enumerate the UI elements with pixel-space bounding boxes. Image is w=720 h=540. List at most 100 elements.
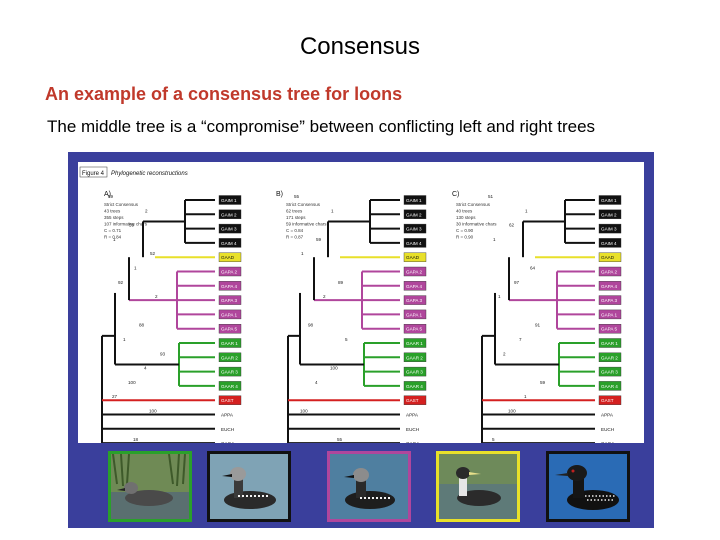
support-value: 1 (123, 337, 126, 342)
taxon-label: GAIM 1 (601, 198, 617, 203)
taxon-label: GAAR 4 (406, 384, 423, 389)
tree-stat: 30 informative chars (456, 222, 497, 227)
tree-stat: 43 trees (104, 209, 121, 214)
tree-stat: 62 trees (286, 209, 303, 214)
taxon-label: GAIM 2 (601, 212, 617, 217)
photo-common-loon (546, 451, 630, 522)
taxon-box (598, 195, 622, 205)
taxon-box (218, 366, 242, 377)
taxon-label: GAPA 5 (221, 327, 237, 332)
taxon-box (403, 323, 427, 334)
support-value: 4 (315, 380, 318, 385)
photo-arctic-loon (327, 451, 411, 522)
taxon-box (403, 209, 427, 219)
taxon-label: APPA (406, 413, 419, 418)
support-value: 51 (488, 194, 494, 199)
taxon-label: GAAR 4 (221, 384, 238, 389)
tree-stat: R = 0.87 (286, 235, 304, 240)
support-value: 91 (535, 323, 541, 328)
support-value: 27 (112, 394, 118, 399)
taxon-box (218, 195, 242, 205)
support-value: 1 (113, 237, 116, 242)
figure-label: Figure 4 (82, 171, 105, 177)
taxon-box (598, 281, 622, 291)
taxon-label: EUCH (601, 427, 614, 432)
support-value: 59 (129, 223, 135, 228)
slide-title: Consensus (299, 33, 421, 60)
taxon-label: GAIM 3 (406, 227, 422, 232)
taxon-label: GAAR 3 (601, 370, 618, 375)
taxon-label: GAAR 3 (221, 370, 238, 375)
support-value: 59 (540, 380, 546, 385)
support-value: 55 (337, 437, 343, 442)
taxon-box (598, 352, 622, 363)
support-value: 2 (503, 351, 506, 356)
tree-stat: R = 0.90 (456, 235, 474, 240)
support-value: 52 (150, 251, 156, 256)
taxon-label: GAPA 2 (601, 270, 617, 275)
taxon-label: GAST (406, 398, 419, 403)
support-value: 1 (301, 251, 304, 256)
photo-strip (68, 443, 654, 528)
tree-stat: 130 steps (456, 215, 476, 220)
support-value: 1 (524, 394, 527, 399)
tree-stat: 107 informative chars (104, 222, 148, 227)
taxon-label: GAPA 4 (406, 284, 422, 289)
taxon-box (598, 366, 622, 377)
taxon-label: GAAR 2 (601, 355, 618, 360)
support-value: 4 (144, 366, 147, 371)
taxon-box (598, 209, 622, 219)
figure-caption: Phylogenetic reconstructions (111, 171, 188, 177)
taxon-label: GAST (221, 398, 234, 403)
taxon-label: GAIM 2 (221, 212, 237, 217)
taxon-label: GAAD (601, 255, 615, 260)
taxon-label: GAIM 4 (406, 241, 422, 246)
taxon-box (599, 424, 621, 434)
taxon-box (403, 252, 427, 262)
taxon-box (403, 195, 427, 205)
tree-stat: 355 steps (104, 215, 124, 220)
support-value: 5 (492, 437, 495, 442)
photo-red-throated-loon (108, 451, 192, 522)
support-value: 7 (519, 337, 522, 342)
taxon-box (218, 223, 242, 234)
support-value: 1 (134, 266, 137, 271)
taxon-box (404, 410, 426, 419)
taxon-box (403, 338, 427, 348)
support-value: 100 (149, 409, 157, 414)
taxon-box (598, 238, 622, 248)
taxon-label: EUCH (406, 427, 419, 432)
taxon-box (403, 352, 427, 363)
support-value: 1 (331, 208, 334, 213)
taxon-box (403, 266, 427, 277)
taxon-label: GAPA 3 (221, 298, 237, 303)
taxon-label: APPA (221, 413, 234, 418)
taxon-box (403, 238, 427, 248)
figure-label-box (79, 166, 108, 178)
tree-stat: Strict Consensus (286, 202, 321, 207)
taxon-label: APPA (601, 413, 614, 418)
taxon-label: GAIM 3 (221, 227, 237, 232)
taxon-label: GAAR 2 (406, 355, 423, 360)
taxon-label: GAPA 2 (221, 270, 237, 275)
photo-yellow-billed-loon (436, 451, 520, 522)
tree-panel-label: A) (104, 191, 111, 198)
taxon-box (403, 395, 427, 405)
support-value: 2 (323, 294, 326, 299)
taxon-label: GAST (601, 398, 614, 403)
tree-stat: C = 0.84 (286, 228, 304, 233)
tree-stat: 40 trees (456, 209, 473, 214)
photo-pacific-loon (207, 451, 291, 522)
taxon-box (598, 323, 622, 334)
tree-stat: C = 0.90 (456, 228, 474, 233)
support-value: 55 (294, 194, 300, 199)
support-value: 88 (139, 323, 145, 328)
taxon-box (404, 424, 426, 434)
taxon-label: GAPA 3 (406, 298, 422, 303)
taxon-label: GAPA 1 (221, 312, 237, 317)
taxon-box (598, 309, 622, 320)
taxon-box (219, 410, 241, 419)
taxon-box (218, 395, 242, 405)
taxon-box (598, 223, 622, 234)
support-value: 89 (338, 280, 344, 285)
